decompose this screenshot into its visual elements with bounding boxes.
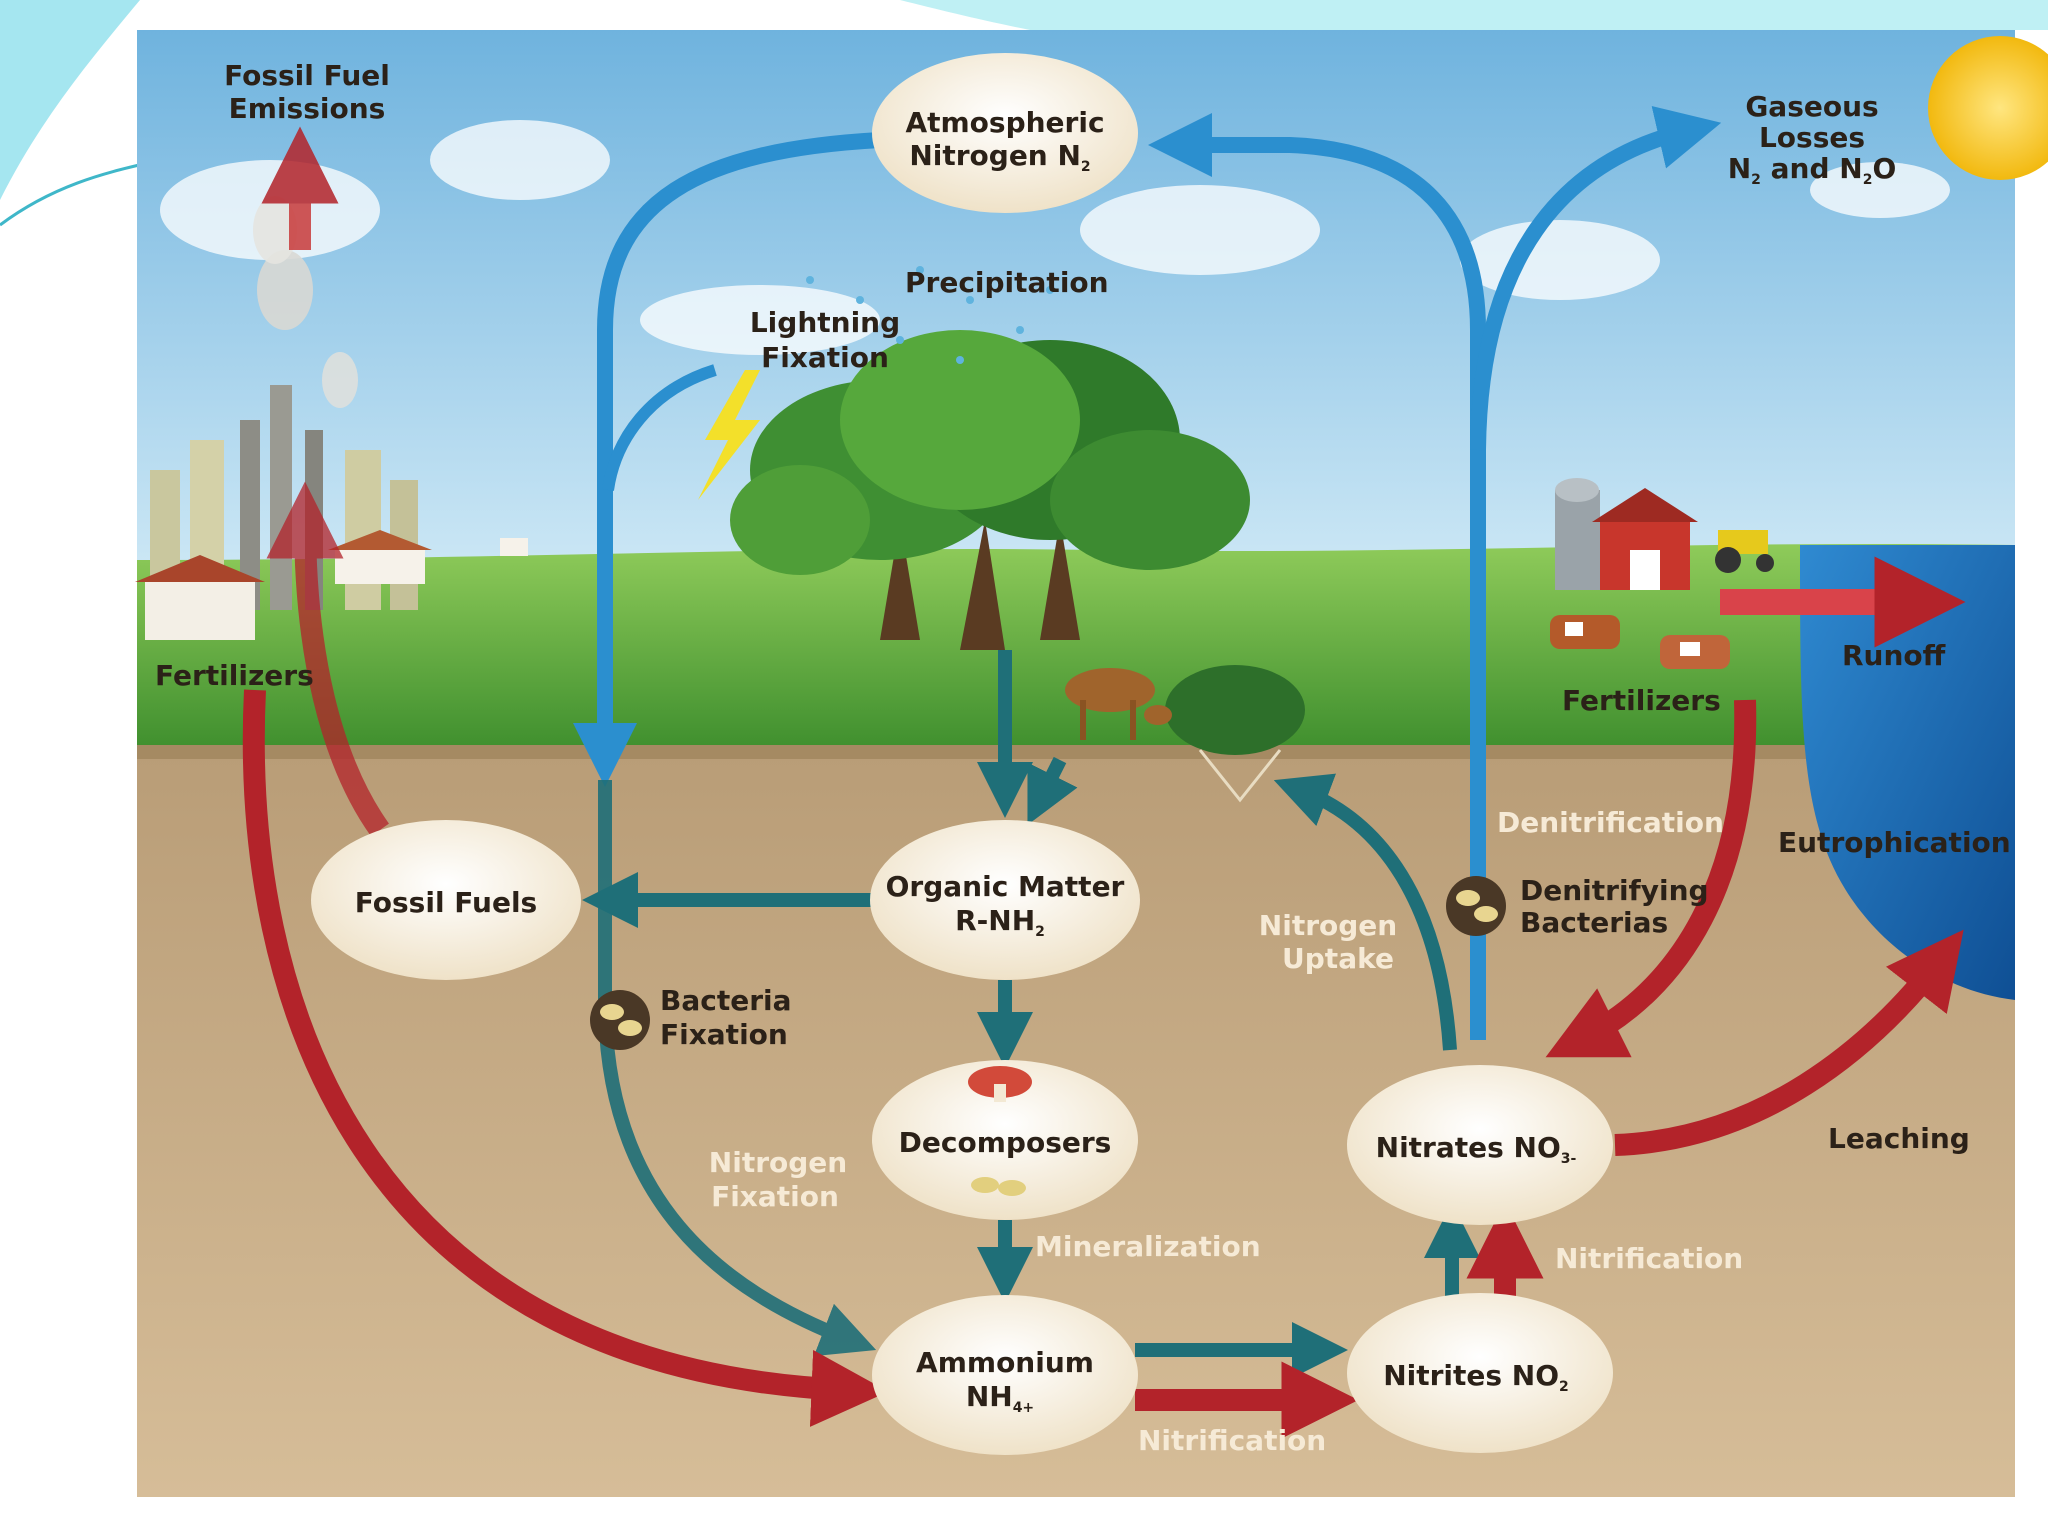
label-lightning-fixation: Lightning Fixation	[750, 306, 900, 374]
node-fossil-fuels: Fossil Fuels	[311, 820, 581, 980]
arrow-fertilizers-to-nitrates	[1545, 699, 1757, 1058]
svg-text:Emissions: Emissions	[229, 92, 386, 125]
label-mineralization: Mineralization	[1035, 1230, 1261, 1263]
svg-text:N2 and N2O: N2 and N2O	[1728, 152, 1897, 188]
arrow-gaseous-losses	[1470, 106, 1722, 451]
svg-text:Nitrites NO2: Nitrites NO2	[1383, 1359, 1569, 1395]
svg-text:Nitrogen: Nitrogen	[709, 1146, 847, 1179]
house-icon	[135, 530, 528, 640]
label-denitrification: Denitrification	[1497, 806, 1724, 839]
node-organic-matter: Organic Matter R-NH2	[870, 820, 1140, 980]
svg-text:Fossil Fuels: Fossil Fuels	[355, 886, 537, 919]
denitrifying-bacteria-icon	[1446, 876, 1506, 936]
svg-text:NH4+: NH4+	[966, 1380, 1034, 1416]
arrow-deer-to-organic	[1027, 756, 1078, 826]
svg-text:Fixation: Fixation	[660, 1018, 788, 1051]
svg-text:Bacterias: Bacterias	[1520, 906, 1668, 939]
deer-icon	[1065, 668, 1172, 740]
svg-text:Nitrates NO3-: Nitrates NO3-	[1376, 1131, 1577, 1167]
bacteria-cluster-icon	[971, 1177, 1026, 1196]
svg-text:Organic Matter: Organic Matter	[886, 870, 1125, 903]
svg-text:Ammonium: Ammonium	[916, 1346, 1094, 1379]
arrow-atmosphere-to-soil	[573, 132, 881, 787]
svg-text:Bacteria: Bacteria	[660, 984, 792, 1017]
node-nitrates: Nitrates NO3-	[1347, 1065, 1613, 1225]
svg-text:Nitrogen N2: Nitrogen N2	[909, 139, 1090, 175]
rain-drops	[806, 266, 1054, 364]
label-nitrogen-uptake: Nitrogen Uptake	[1259, 909, 1397, 975]
node-atmospheric-nitrogen: Atmospheric Nitrogen N2	[872, 53, 1138, 213]
shrub-icon	[1165, 665, 1305, 803]
label-fertilizers-left: Fertilizers	[155, 659, 314, 692]
svg-text:Denitrifying: Denitrifying	[1520, 874, 1709, 907]
barn-icon	[1555, 478, 1698, 590]
svg-text:Gaseous: Gaseous	[1745, 90, 1878, 123]
arrow-leaching	[1614, 929, 1964, 1156]
label-nitrification-lower: Nitrification	[1138, 1424, 1326, 1457]
mushroom-icon	[968, 1066, 1032, 1102]
svg-text:R-NH2: R-NH2	[955, 904, 1045, 940]
svg-text:Fossil Fuel: Fossil Fuel	[224, 59, 390, 92]
tree-icon	[730, 330, 1250, 650]
arrow-lightning-fixation	[602, 364, 717, 491]
arrow-nitrogen-uptake	[1273, 773, 1457, 1051]
lightning-icon	[698, 370, 760, 500]
arrow-fossil-to-emissions	[266, 481, 389, 837]
label-runoff: Runoff	[1842, 639, 1946, 672]
svg-text:Losses: Losses	[1759, 121, 1865, 154]
node-nitrites: Nitrites NO2	[1347, 1293, 1613, 1453]
node-ammonium: Ammonium NH4+	[872, 1295, 1138, 1455]
svg-text:Atmospheric: Atmospheric	[905, 106, 1104, 139]
bacteria-icon	[590, 990, 650, 1050]
svg-text:Decomposers: Decomposers	[899, 1126, 1112, 1159]
arrow-fertilizers-to-ammonium	[242, 689, 889, 1427]
svg-text:Uptake: Uptake	[1282, 942, 1394, 975]
label-leaching: Leaching	[1828, 1122, 1970, 1155]
slide-bottom-margin	[0, 1497, 2048, 1536]
tractor-icon	[1715, 530, 1774, 573]
arrow-soil-fixation-down	[598, 780, 877, 1357]
label-eutrophication: Eutrophication	[1778, 826, 2011, 859]
label-nitrification-upper: Nitrification	[1555, 1242, 1743, 1275]
svg-text:Fixation: Fixation	[761, 341, 889, 374]
svg-text:Nitrogen: Nitrogen	[1259, 909, 1397, 942]
sun-icon	[1928, 36, 2048, 180]
label-denitrifying-bacterias: Denitrifying Bacterias	[1520, 874, 1709, 939]
water-body	[1800, 545, 2015, 1000]
svg-text:Fixation: Fixation	[711, 1180, 839, 1213]
svg-text:Lightning: Lightning	[750, 306, 900, 339]
label-fossil-fuel-emissions: Fossil Fuel Emissions	[224, 59, 390, 125]
label-nitrogen-fixation: Nitrogen Fixation	[709, 1146, 847, 1213]
label-precipitation: Precipitation	[905, 266, 1109, 299]
cow-icon	[1550, 615, 1730, 669]
label-gaseous-losses: Gaseous Losses N2 and N2O	[1728, 90, 1897, 188]
label-fertilizers-right: Fertilizers	[1562, 684, 1721, 717]
node-decomposers: Decomposers	[872, 1060, 1138, 1220]
arrow-denitrification-to-atmosphere	[1148, 113, 1486, 1040]
label-bacteria-fixation: Bacteria Fixation	[660, 984, 792, 1051]
